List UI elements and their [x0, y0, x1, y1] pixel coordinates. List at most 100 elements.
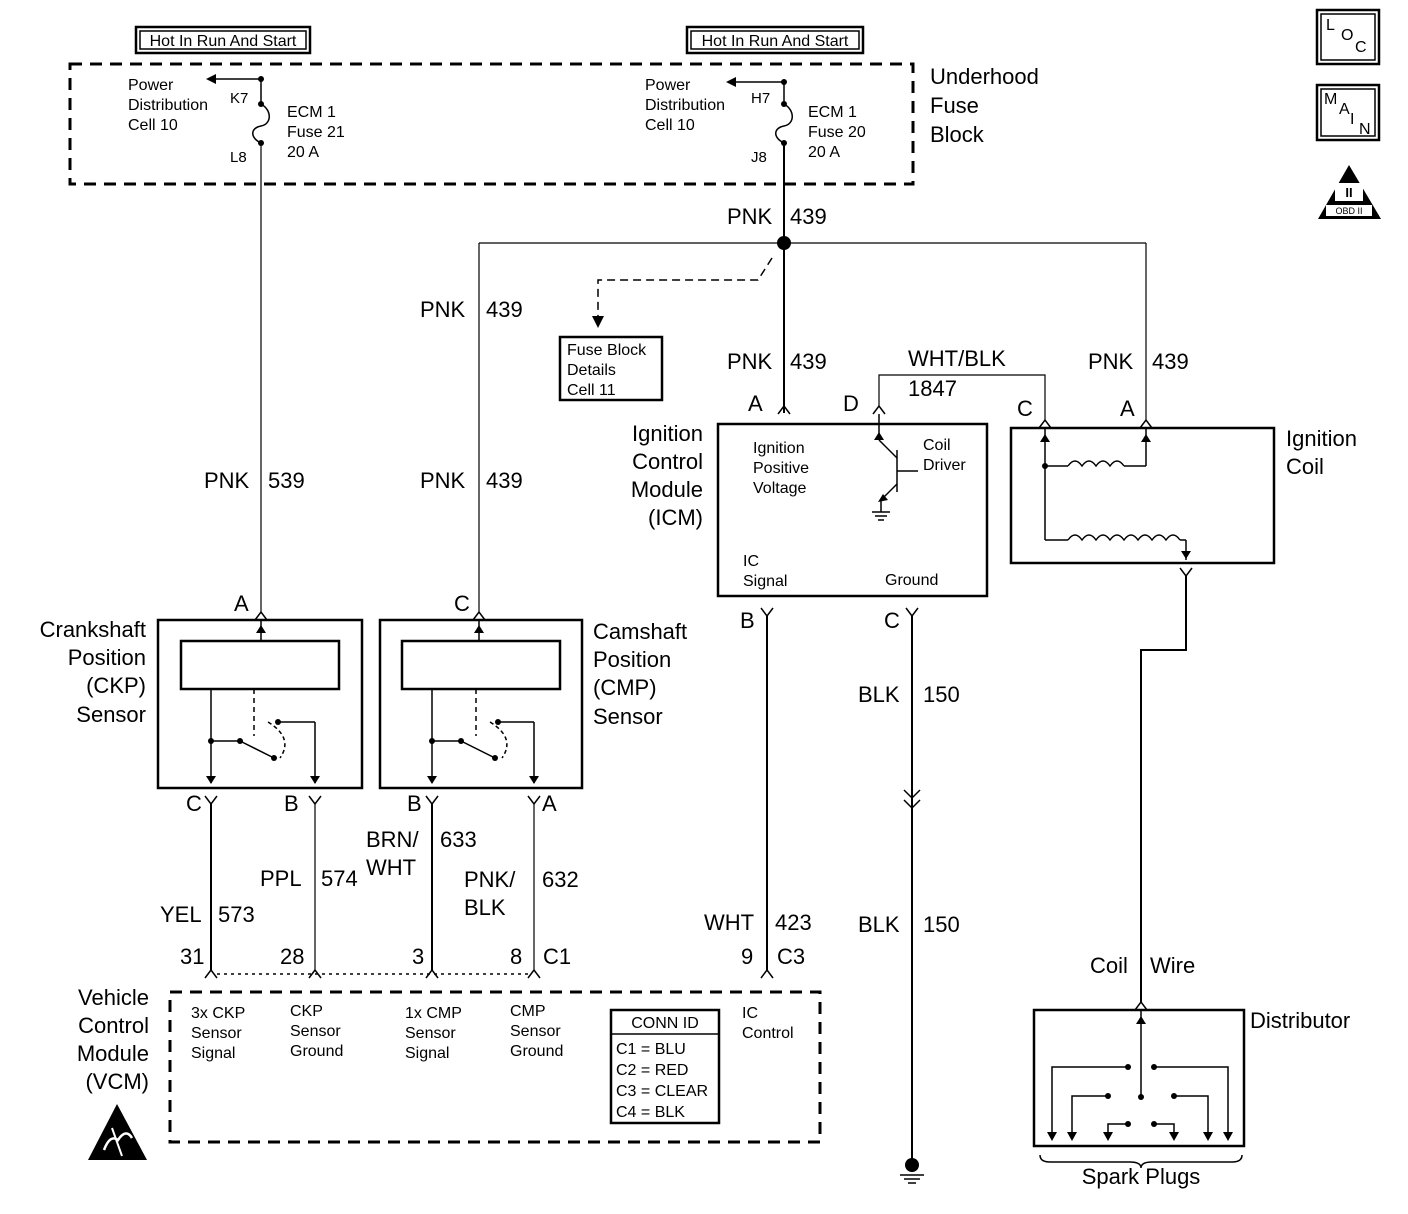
- right-hot-tag: Hot In Run And Start: [685, 25, 865, 55]
- svg-text:C1 = BLU: C1 = BLU: [616, 1041, 686, 1058]
- coil-connector-c: [1038, 418, 1052, 429]
- wire-label-pnk-439-main-color: PNK: [727, 204, 773, 229]
- vcm-title: Vehicle Control Module (VCM): [77, 985, 149, 1094]
- svg-text:Ground: Ground: [290, 1043, 343, 1060]
- svg-text:A: A: [1339, 101, 1350, 118]
- left-hot-tag: Hot In Run And Start: [134, 25, 312, 55]
- svg-text:Distribution: Distribution: [128, 97, 208, 114]
- svg-text:Camshaft: Camshaft: [593, 619, 687, 644]
- vcm-terminal-3: 3: [412, 944, 424, 969]
- icm-title: Ignition Control Module (ICM): [631, 421, 703, 530]
- svg-text:Vehicle: Vehicle: [78, 985, 149, 1010]
- coil-driver-label: Coil Driver: [923, 437, 966, 474]
- ckp-sensor-title: Crankshaft Position (CKP) Sensor: [40, 617, 146, 727]
- right-pin-h7: H7: [751, 90, 770, 107]
- svg-text:II: II: [1345, 185, 1352, 200]
- esd-warning-icon: [88, 1104, 147, 1160]
- svg-text:Module: Module: [77, 1041, 149, 1066]
- svg-text:Power: Power: [128, 77, 174, 94]
- ic-signal-label: IC Signal: [743, 553, 787, 590]
- svg-text:N: N: [1359, 121, 1371, 138]
- svg-text:Crankshaft: Crankshaft: [40, 617, 146, 642]
- inline-connector-icon: [903, 789, 921, 810]
- svg-text:Sensor: Sensor: [593, 704, 663, 729]
- svg-text:Coil: Coil: [1286, 454, 1324, 479]
- svg-text:Coil: Coil: [923, 437, 951, 454]
- wire-label-wht: WHT: [366, 855, 416, 880]
- loc-badge-icon: L O C: [1315, 8, 1381, 66]
- icm-pin-a: A: [748, 391, 763, 416]
- vcm-connector-c3: C3: [777, 944, 805, 969]
- coil-driver-transistor-icon: [872, 414, 918, 521]
- distributor-box: [1032, 1008, 1246, 1148]
- svg-text:20 A: 20 A: [808, 144, 840, 161]
- left-fuse-label: ECM 1 Fuse 21 20 A: [287, 104, 345, 161]
- svg-text:Control: Control: [742, 1025, 794, 1042]
- wire-label-blk-150-lower-color: BLK: [858, 912, 900, 937]
- coil-connector-out: [1179, 567, 1193, 578]
- svg-text:Cell 10: Cell 10: [128, 117, 178, 134]
- wire-label-pnk-439-left-color: PNK: [420, 297, 466, 322]
- svg-text:ECM 1: ECM 1: [808, 104, 857, 121]
- vcm-terminal-8: 8: [510, 944, 522, 969]
- svg-text:O: O: [1341, 27, 1353, 44]
- cmp-pin-c: C: [454, 591, 470, 616]
- icm-ground-label: Ground: [885, 572, 938, 589]
- svg-text:(CKP): (CKP): [86, 673, 146, 698]
- wire-label-blk-150-lower-circuit: 150: [923, 912, 960, 937]
- wire-label-blk-150-upper-circuit: 150: [923, 682, 960, 707]
- svg-text:CONN ID: CONN ID: [631, 1015, 699, 1032]
- vcm-terminal-31: 31: [180, 944, 204, 969]
- ckp-pin-a: A: [234, 591, 249, 616]
- ckp-connector-b: [308, 795, 322, 806]
- coil-connector-a: [1139, 418, 1153, 429]
- vcm-label-cmp-ground: CMP Sensor Ground: [510, 1003, 563, 1060]
- right-fuse-label: ECM 1 Fuse 20 20 A: [808, 104, 866, 161]
- svg-text:C4 = BLK: C4 = BLK: [616, 1104, 685, 1121]
- svg-text:3x CKP: 3x CKP: [191, 1005, 245, 1022]
- wire-label-pnk-439-center-circuit: 439: [790, 349, 827, 374]
- svg-text:Hot In Run And Start: Hot In Run And Start: [702, 33, 849, 50]
- svg-text:C3 = CLEAR: C3 = CLEAR: [616, 1083, 708, 1100]
- svg-text:Details: Details: [567, 362, 616, 379]
- ckp-pin-b: B: [284, 791, 299, 816]
- wire-wht-blk-1847: [878, 374, 1046, 420]
- underhood-fuse-block-border: [68, 62, 915, 186]
- cmp-connector-c: [472, 610, 486, 621]
- svg-text:1x CMP: 1x CMP: [405, 1005, 462, 1022]
- svg-text:Distribution: Distribution: [645, 97, 725, 114]
- wire-label-pnk-slash: PNK/: [464, 867, 516, 892]
- underhood-fuse-block-title: Underhood Fuse Block: [930, 64, 1039, 147]
- wire-label-blk: BLK: [464, 895, 506, 920]
- ignition-coil-box: [1009, 426, 1276, 565]
- svg-text:Fuse: Fuse: [930, 93, 979, 118]
- svg-text:Driver: Driver: [923, 457, 966, 474]
- svg-text:(ICM): (ICM): [648, 505, 703, 530]
- wire-label-wire: Wire: [1150, 953, 1195, 978]
- svg-text:Sensor: Sensor: [290, 1023, 341, 1040]
- obd-ii-icon: II OBD II: [1318, 165, 1381, 219]
- svg-text:IC: IC: [742, 1005, 758, 1022]
- icm-connector-a: [777, 404, 791, 415]
- vcm-label-ckp-ground: CKP Sensor Ground: [290, 1003, 343, 1060]
- wire-label-pnk-439-right-color: PNK: [1088, 349, 1134, 374]
- wire-label-633: 633: [440, 827, 477, 852]
- icm-box: [716, 422, 989, 598]
- svg-text:C: C: [1355, 39, 1367, 56]
- icm-pin-c: C: [884, 608, 900, 633]
- wire-label-pnk-539-circuit: 539: [268, 468, 305, 493]
- svg-text:Fuse 21: Fuse 21: [287, 124, 345, 141]
- svg-text:Voltage: Voltage: [753, 480, 806, 497]
- svg-text:Ignition: Ignition: [753, 440, 805, 457]
- left-fuse-icon: [206, 74, 270, 146]
- wire-label-brn: BRN/: [366, 827, 419, 852]
- svg-text:Ground: Ground: [510, 1043, 563, 1060]
- spark-plugs-label: Spark Plugs: [1082, 1164, 1201, 1189]
- wire-label-pnk-439-left-low-circuit: 439: [486, 468, 523, 493]
- svg-text:ECM 1: ECM 1: [287, 104, 336, 121]
- cmp-pin-b: B: [407, 791, 422, 816]
- svg-text:IC: IC: [743, 553, 759, 570]
- svg-text:Fuse Block: Fuse Block: [567, 342, 647, 359]
- svg-text:Sensor: Sensor: [76, 702, 146, 727]
